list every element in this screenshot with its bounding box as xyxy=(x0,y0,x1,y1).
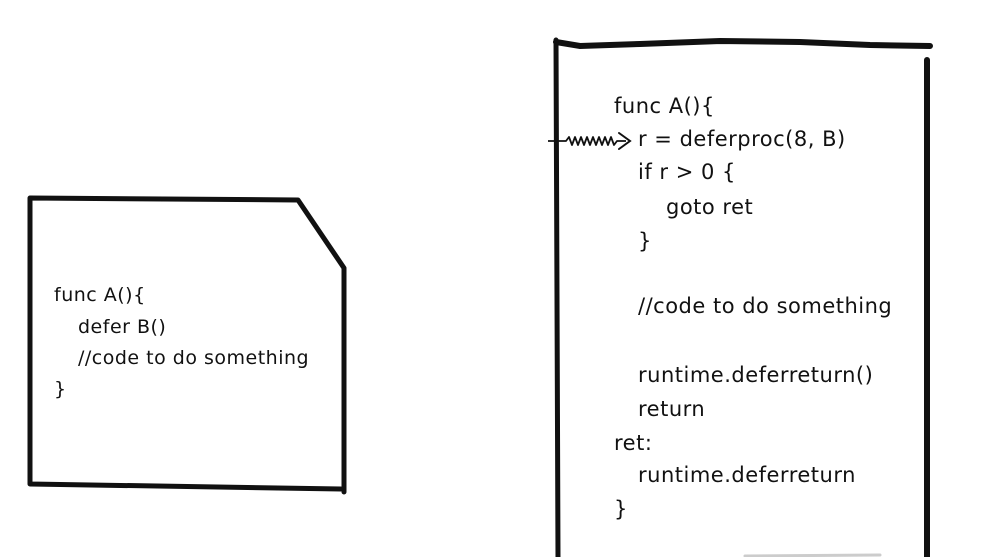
left-code-box-outline xyxy=(27,195,347,495)
right-code-line-3: if r > 0 { xyxy=(638,160,736,184)
right-code-line-4: goto ret xyxy=(666,195,754,219)
wavy-arrow-icon xyxy=(548,132,632,150)
right-code-line-8: return xyxy=(638,397,706,421)
right-code-line-9: ret: xyxy=(614,431,653,455)
right-code-box-top-edge xyxy=(553,37,933,50)
right-code-line-10: runtime.deferreturn xyxy=(638,463,856,487)
right-code-line-11: } xyxy=(614,497,628,521)
right-code-box-left-edge xyxy=(553,37,561,557)
right-code-line-2: r = deferproc(8, B) xyxy=(638,127,846,151)
left-code-line-3: //code to do something xyxy=(78,347,310,369)
right-code-box-bottom-hint xyxy=(743,553,882,557)
left-code-line-2: defer B() xyxy=(78,316,167,338)
right-code-line-7: runtime.deferreturn() xyxy=(638,363,874,387)
right-code-line-5: } xyxy=(638,229,652,253)
right-code-line-6: //code to do something xyxy=(638,294,893,318)
left-code-line-4: } xyxy=(54,378,67,400)
left-code-line-1: func A(){ xyxy=(54,284,146,306)
right-code-line-1: func A(){ xyxy=(614,94,715,118)
